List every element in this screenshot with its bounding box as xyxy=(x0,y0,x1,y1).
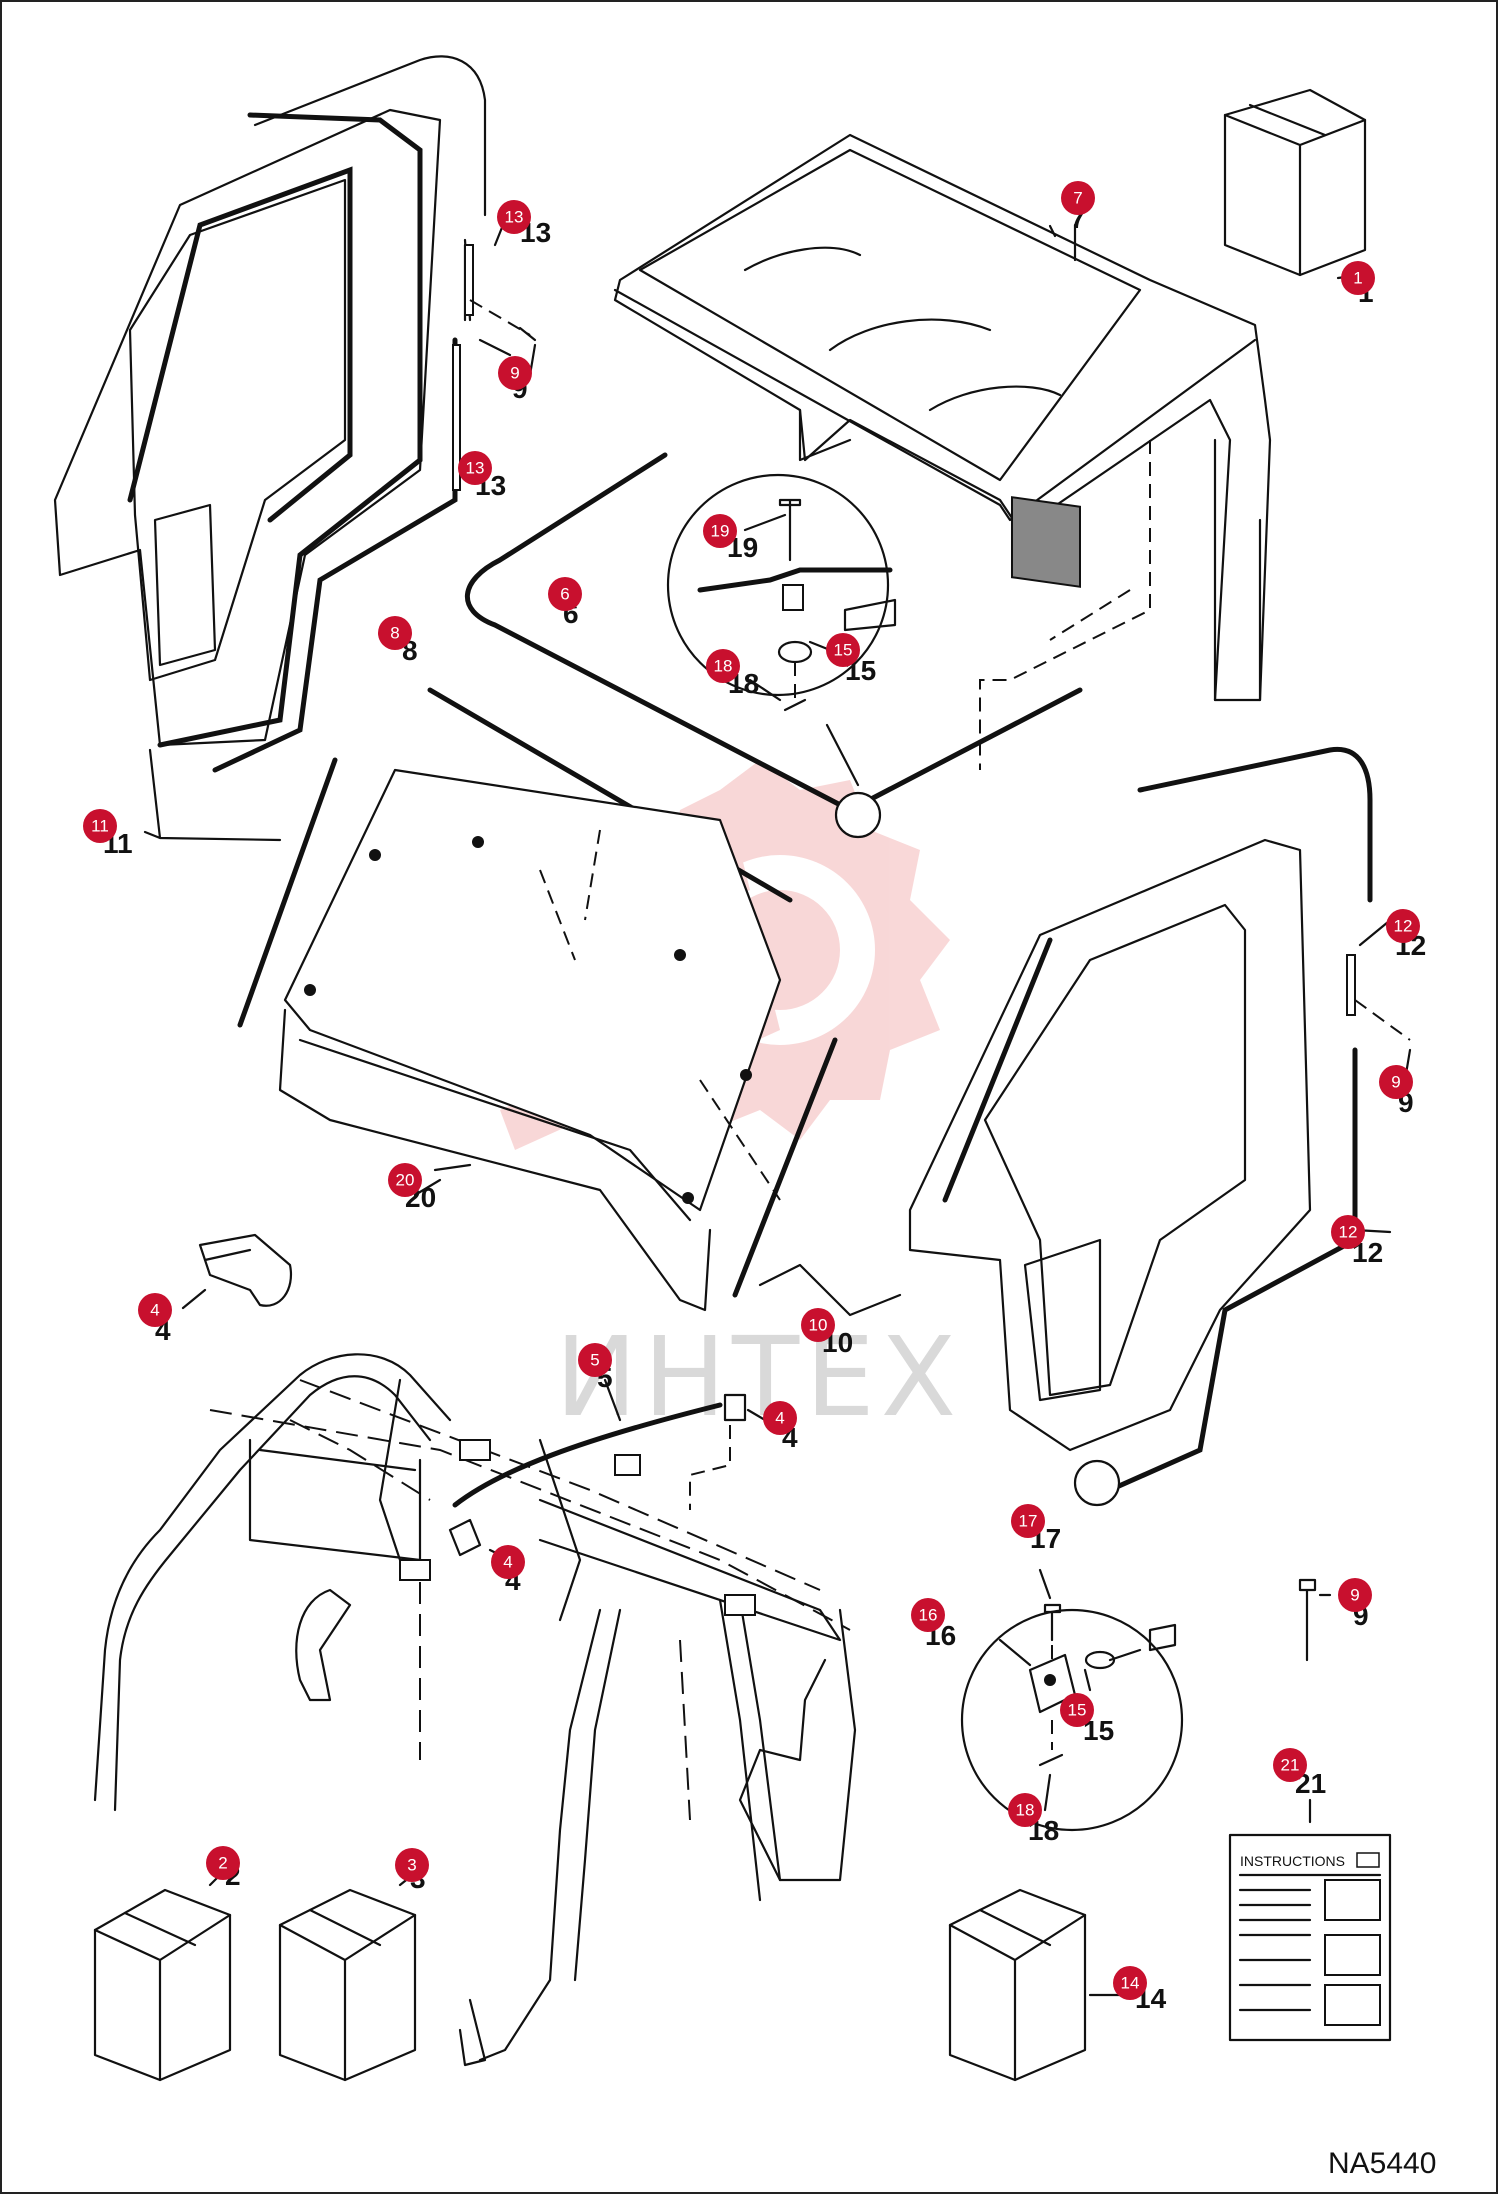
svg-text:4: 4 xyxy=(503,1553,512,1572)
svg-text:12: 12 xyxy=(1394,917,1413,936)
svg-text:15: 15 xyxy=(834,641,853,660)
box-part-3 xyxy=(278,1888,417,2082)
svg-text:11: 11 xyxy=(91,817,109,836)
callout-badge: 10 xyxy=(801,1308,835,1342)
pin-part-9 xyxy=(1298,1578,1317,1662)
instructions-part-21 xyxy=(1228,1798,1392,2042)
svg-text:18: 18 xyxy=(714,657,733,676)
callout-badge: 1 xyxy=(1341,261,1375,295)
svg-text:12: 12 xyxy=(1339,1223,1358,1242)
callout-badge: 9 xyxy=(1379,1065,1413,1099)
watermark-text: ИНТЕХ xyxy=(555,1313,962,1441)
callout-badge: 4 xyxy=(763,1401,797,1435)
callout-badge: 21 xyxy=(1273,1748,1307,1782)
callout-badge: 5 xyxy=(578,1343,612,1377)
svg-text:3: 3 xyxy=(407,1856,416,1875)
box-part-14 xyxy=(948,1888,1087,2082)
svg-text:9: 9 xyxy=(1350,1586,1359,1605)
clamp-part-4 xyxy=(198,1233,293,1307)
callout-badge: 15 xyxy=(1060,1693,1094,1727)
callout-badge: 4 xyxy=(491,1545,525,1579)
cable-part-5 xyxy=(448,1393,747,1557)
roof-part-7 xyxy=(613,133,1272,770)
windshield-part-20 xyxy=(237,757,838,1312)
callout-badge: 2 xyxy=(206,1846,240,1880)
callout-badge: 8 xyxy=(378,616,412,650)
svg-text:17: 17 xyxy=(1019,1512,1038,1531)
svg-text:20: 20 xyxy=(396,1171,415,1190)
callout-badge: 12 xyxy=(1386,909,1420,943)
svg-text:10: 10 xyxy=(809,1316,828,1335)
callout-badge: 16 xyxy=(911,1598,945,1632)
right-door-part-12 xyxy=(908,746,1411,1507)
svg-text:4: 4 xyxy=(775,1409,784,1428)
callout-badge: 13 xyxy=(497,200,531,234)
box-part-1 xyxy=(1223,88,1367,277)
svg-text:13: 13 xyxy=(505,208,524,227)
svg-text:19: 19 xyxy=(711,522,730,541)
callout-badge: 18 xyxy=(1008,1793,1042,1827)
callout-badge: 6 xyxy=(548,577,582,611)
svg-text:1: 1 xyxy=(1353,269,1362,288)
callout-badge: 4 xyxy=(138,1293,172,1327)
callout-badge: 18 xyxy=(706,649,740,683)
svg-text:13: 13 xyxy=(466,459,485,478)
svg-text:2: 2 xyxy=(218,1854,227,1873)
left-door-part-11 xyxy=(53,55,487,773)
svg-text:21: 21 xyxy=(1281,1756,1300,1775)
callout-badge: 14 xyxy=(1113,1966,1147,2000)
callout-badge: 17 xyxy=(1011,1504,1045,1538)
callout-badge: 15 xyxy=(826,633,860,667)
svg-text:15: 15 xyxy=(1068,1701,1087,1720)
callout-badge: 9 xyxy=(1338,1578,1372,1612)
roll-cage-frame xyxy=(93,1353,857,2067)
callout-badge: 19 xyxy=(703,514,737,548)
callout-badge: 3 xyxy=(395,1848,429,1882)
figure-code: NA5440 xyxy=(1328,2147,1436,2180)
svg-text:9: 9 xyxy=(510,364,519,383)
callout-badge: 12 xyxy=(1331,1215,1365,1249)
svg-text:18: 18 xyxy=(1016,1801,1035,1820)
callout-badge: 7 xyxy=(1061,181,1095,215)
svg-text:16: 16 xyxy=(919,1606,938,1625)
svg-text:5: 5 xyxy=(590,1351,599,1370)
left-door-hardware xyxy=(452,244,537,491)
svg-text:6: 6 xyxy=(560,585,569,604)
svg-text:9: 9 xyxy=(1391,1073,1400,1092)
callout-badge: 20 xyxy=(388,1163,422,1197)
svg-text:7: 7 xyxy=(1073,189,1082,208)
rod-part-6 xyxy=(464,452,1083,813)
svg-text:4: 4 xyxy=(150,1301,159,1320)
callout-badges: 1 2 3 4 4 4 5 6 7 8 9 9 9 10 11 12 12 13… xyxy=(83,181,1420,2000)
callout-badge: 11 xyxy=(83,809,117,843)
svg-text:14: 14 xyxy=(1121,1974,1140,1993)
box-part-2 xyxy=(93,1888,232,2082)
callout-badge: 9 xyxy=(498,356,532,390)
instructions-label: INSTRUCTIONS xyxy=(1240,1853,1345,1869)
svg-text:8: 8 xyxy=(390,624,399,643)
callout-badge: 13 xyxy=(458,451,492,485)
